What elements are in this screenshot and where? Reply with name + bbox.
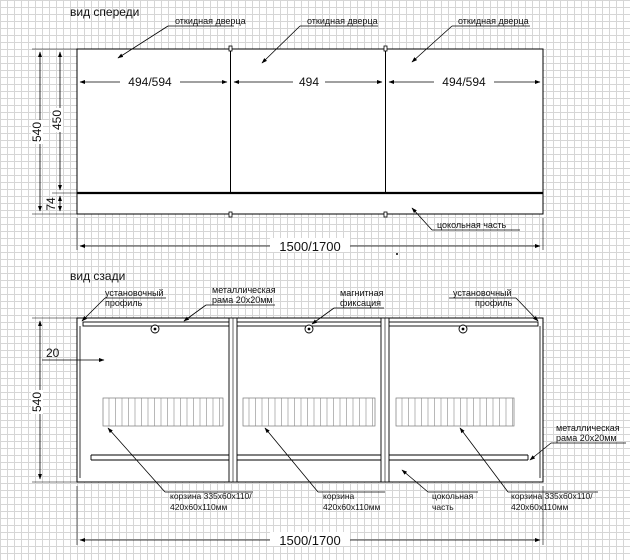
magnet-label-2: фиксация — [340, 298, 381, 308]
dim-offset-label: 20 — [46, 346, 60, 360]
profile-right-label-2: профиль — [475, 298, 513, 308]
basket-middle-leader — [264, 427, 319, 493]
magnet-label-1: магнитная — [340, 288, 384, 298]
dim-width-middle-label: 494 — [299, 75, 319, 89]
profile-left-leader — [81, 297, 106, 322]
magnet-icon — [304, 324, 314, 334]
profile-right-label-1: установочный — [453, 288, 512, 298]
magnet-leader — [311, 307, 335, 325]
door-leader-right — [411, 25, 453, 63]
basket-right-label-2: 420x60x110мм — [511, 502, 569, 512]
door-separator-right — [383, 45, 388, 218]
door-leader-middle — [261, 25, 301, 64]
front-panel-outline — [76, 48, 544, 215]
door-label-left: откидная дверца — [175, 16, 246, 26]
front-view: вид спереди откидная дверца откидная две… — [30, 5, 544, 255]
dim-total-width-front-label: 1500/1700 — [279, 239, 340, 254]
basket-right — [395, 397, 515, 427]
dim-width-left-label: 494/594 — [128, 75, 172, 89]
dim-width-right-label: 494/594 — [442, 75, 486, 89]
profile-left-label-2: профиль — [105, 298, 143, 308]
basket-left-label-2: 420x60x110мм — [170, 502, 228, 512]
basket-middle-label-2: 420x60x110мм — [323, 502, 381, 512]
rear-view: вид сзади — [30, 269, 626, 548]
basket-left-label-1: корзина 335x60x110/ — [170, 491, 252, 501]
frame-right-label-2: рама 20x20мм — [556, 433, 617, 443]
plinth-rear-label-1: цокольная — [432, 491, 474, 501]
frame-leader — [183, 304, 207, 322]
door-separator-left — [228, 45, 233, 218]
plinth-rear-label-2: часть — [432, 502, 454, 512]
dim-height-total-label: 540 — [30, 122, 44, 142]
front-view-title: вид спереди — [70, 5, 139, 19]
frame-label-1: металлическая — [212, 285, 276, 295]
frame-label-2: рама 20x20мм — [212, 295, 273, 305]
profile-left-label-1: установочный — [105, 288, 164, 298]
door-leader-left — [117, 25, 169, 59]
dim-total-width-rear-label: 1500/1700 — [279, 533, 340, 548]
basket-left — [102, 397, 224, 427]
plinth-leader — [411, 207, 433, 231]
door-label-right: откидная дверца — [458, 16, 529, 26]
door-label-middle: откидная дверца — [307, 16, 378, 26]
basket-middle-label-1: корзина — [323, 491, 355, 501]
profile-right-leader — [515, 297, 539, 322]
magnet-icon — [458, 324, 468, 334]
plinth-label: цокольная часть — [437, 220, 507, 230]
dim-height-rear-label: 540 — [30, 392, 44, 412]
frame-right-label-1: металлическая — [556, 423, 620, 433]
rear-view-title: вид сзади — [70, 269, 125, 283]
plinth-rear-leader — [401, 469, 429, 493]
dim-height-plinth-label: 74 — [44, 197, 58, 211]
basket-left-leader — [107, 427, 166, 493]
frame-right-leader — [529, 442, 552, 461]
dim-height-upper-label: 450 — [50, 110, 64, 130]
basket-middle — [242, 397, 376, 427]
basket-right-leader — [459, 427, 509, 493]
magnet-icon — [150, 324, 160, 334]
basket-right-label-1: корзина 335x60x110/ — [511, 491, 593, 501]
